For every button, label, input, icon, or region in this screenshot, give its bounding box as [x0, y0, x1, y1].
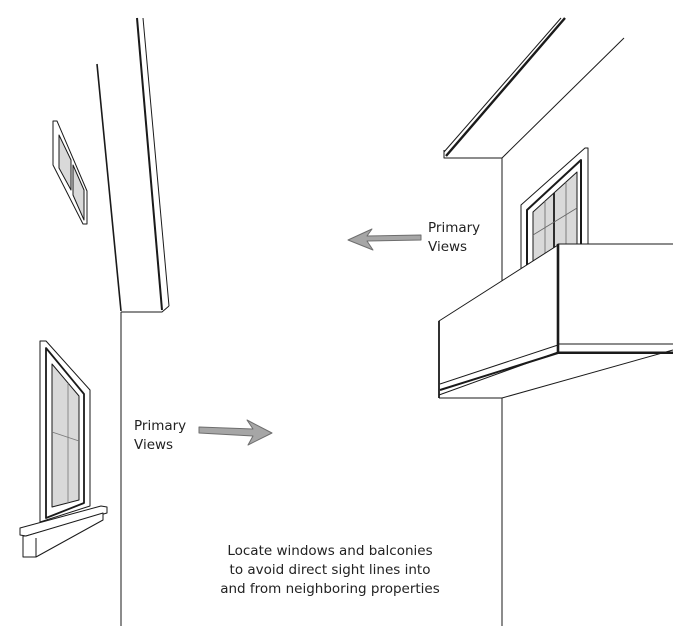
right-building [443, 17, 625, 626]
arrow-right-icon [198, 419, 273, 446]
caption-line: and from neighboring properties [220, 581, 440, 597]
label-line: Primary [428, 220, 481, 236]
caption-line: to avoid direct sight lines into [229, 562, 431, 578]
left-upper-window [52, 120, 88, 225]
label-line: Views [428, 239, 468, 255]
label-line: Views [134, 437, 174, 453]
right-window [520, 147, 589, 271]
right-primary-views-label: Primary Views [428, 219, 480, 257]
caption-line: Locate windows and balconies [227, 543, 433, 559]
left-building [96, 17, 170, 626]
left-lower-window [19, 340, 108, 558]
label-line: Primary [134, 418, 187, 434]
balcony [438, 243, 673, 399]
arrow-left-icon [347, 228, 422, 251]
left-primary-views-label: Primary Views [134, 417, 186, 455]
caption: Locate windows and balconies to avoid di… [170, 542, 490, 599]
